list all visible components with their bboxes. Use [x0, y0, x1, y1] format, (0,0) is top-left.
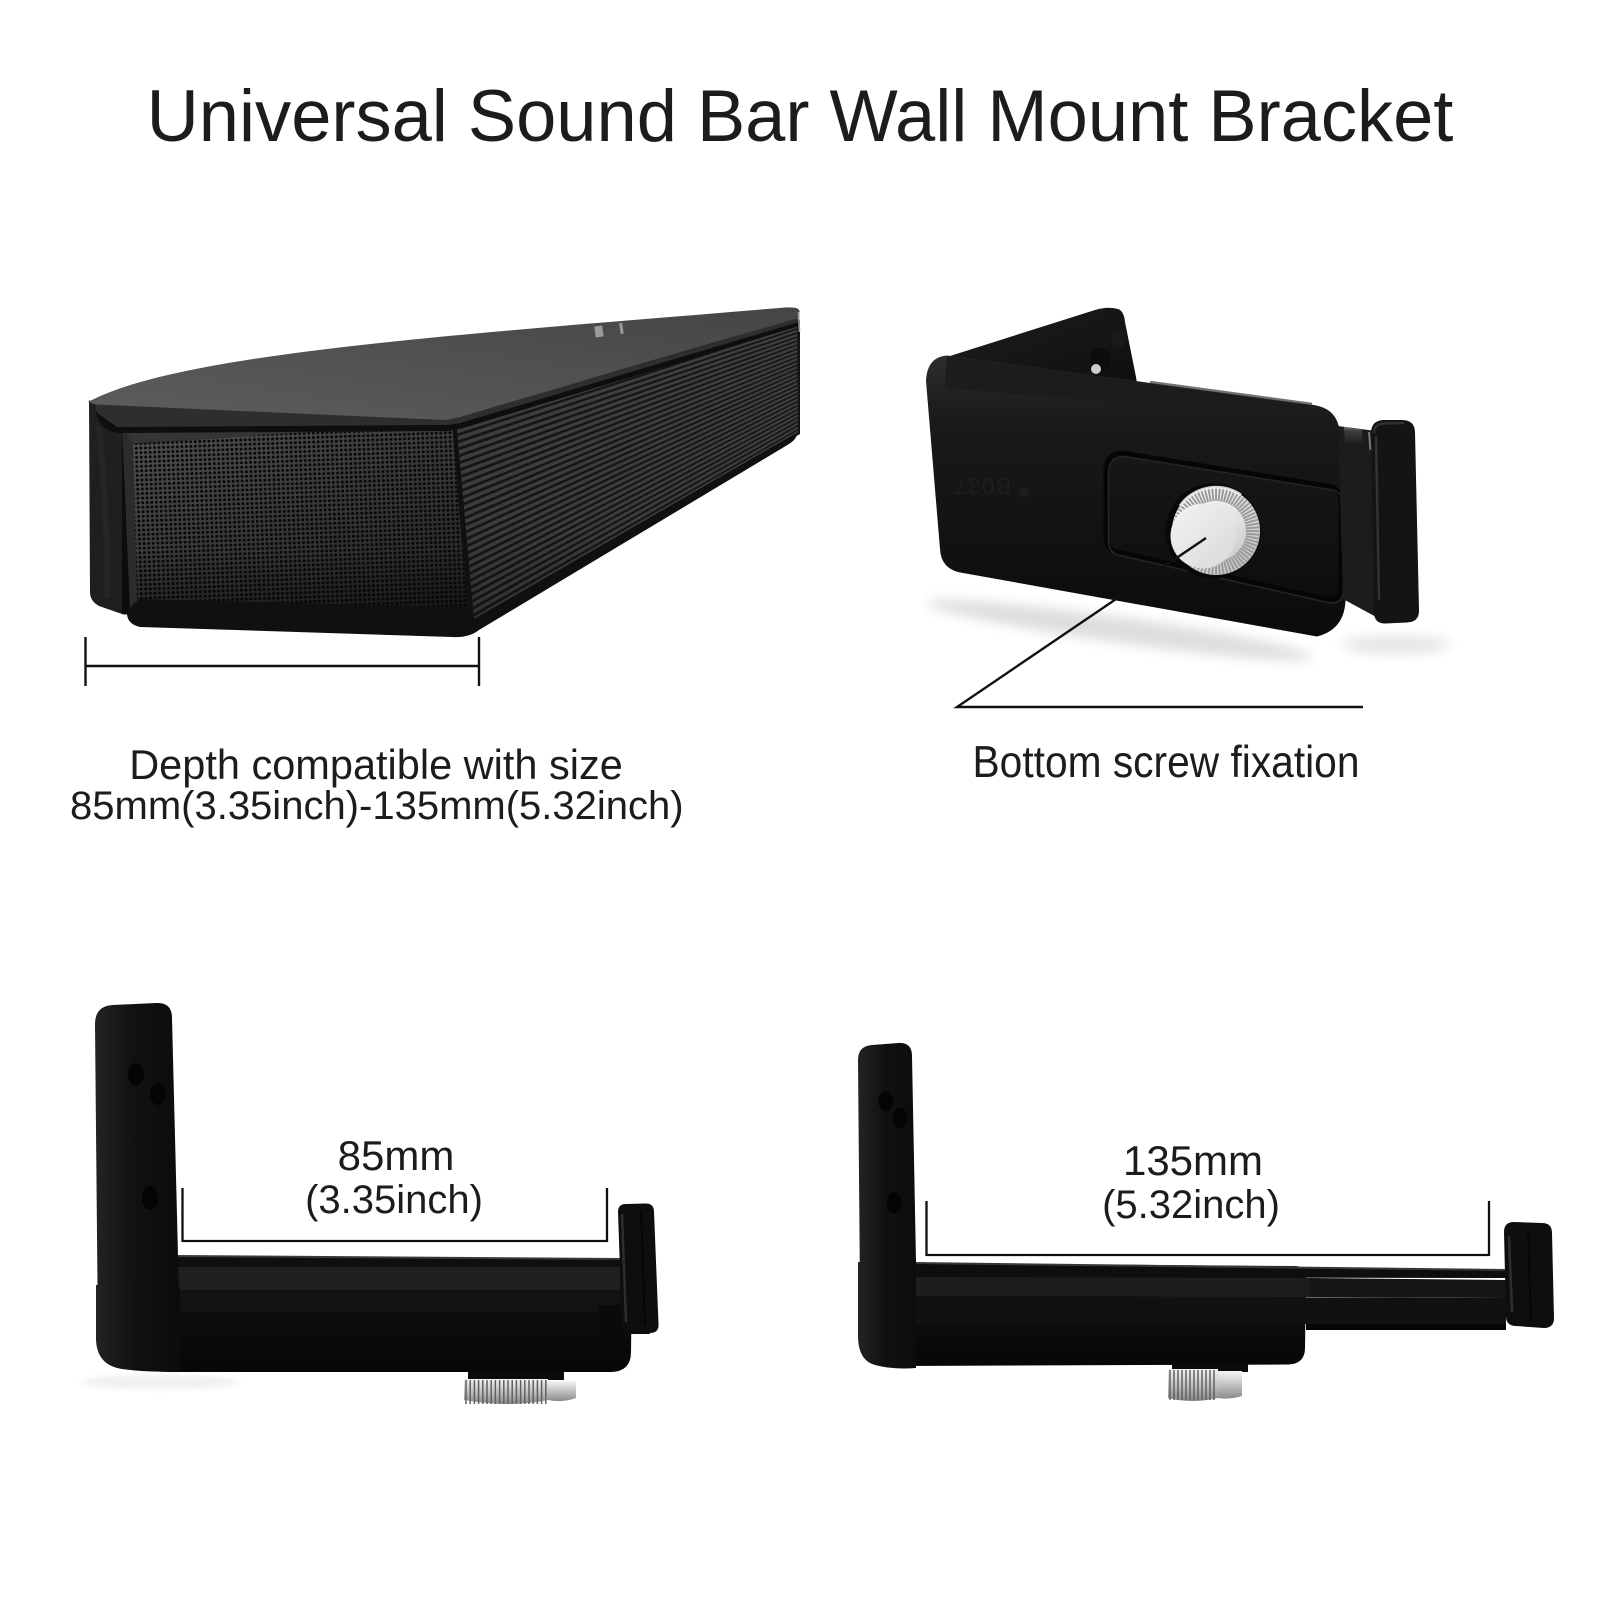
svg-text:B037: B037 — [953, 473, 1011, 499]
